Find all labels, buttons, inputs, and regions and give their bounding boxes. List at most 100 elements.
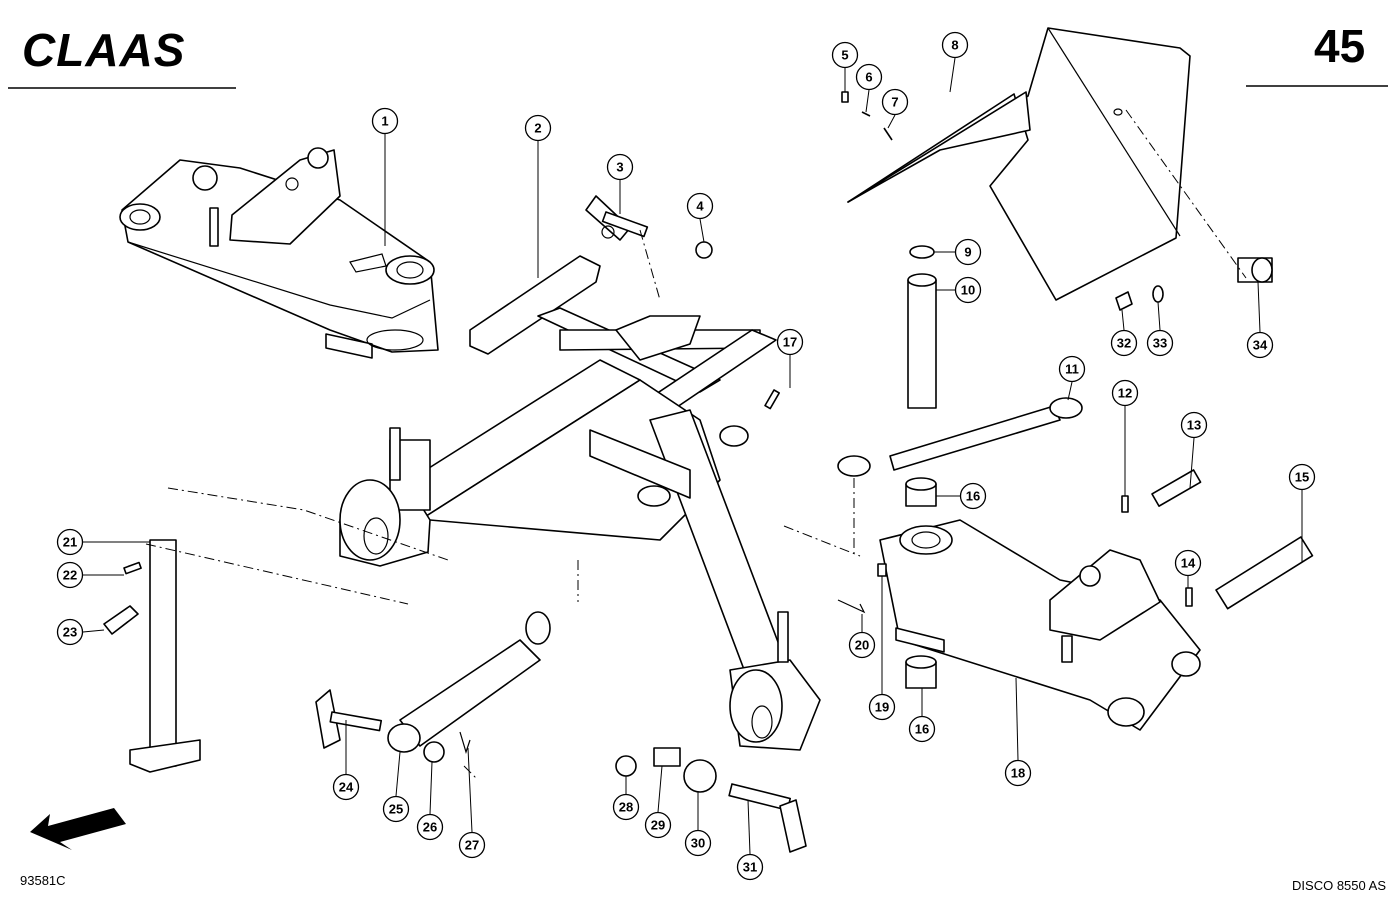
part-pin-7: [883, 127, 893, 141]
callout-1: 1: [371, 107, 399, 135]
svg-text:18: 18: [1011, 766, 1025, 781]
callout-33: 33: [1146, 329, 1174, 357]
svg-text:26: 26: [423, 820, 437, 835]
part-bushing-16a: [905, 477, 937, 507]
callout-20: 20: [848, 631, 876, 659]
svg-text:22: 22: [63, 568, 77, 583]
callout-29: 29: [644, 811, 672, 839]
part-pin-22: [123, 561, 142, 575]
svg-text:2: 2: [534, 121, 541, 136]
svg-text:33: 33: [1153, 336, 1167, 351]
part-arm-18: [879, 519, 1201, 731]
part-buffer-34: [1237, 257, 1273, 283]
callout-23: 23: [56, 618, 84, 646]
part-cylinder-25: [387, 611, 551, 753]
svg-text:32: 32: [1117, 336, 1131, 351]
svg-text:3: 3: [616, 160, 623, 175]
svg-text:34: 34: [1253, 338, 1268, 353]
part-bolt-5: [841, 91, 849, 103]
callout-21: 21: [56, 528, 84, 556]
svg-text:8: 8: [951, 38, 958, 53]
callout-5: 5: [831, 41, 859, 69]
leader-lines: [82, 57, 1303, 855]
callout-9: 9: [954, 238, 982, 266]
part-pin-24: [329, 711, 383, 732]
callout-28: 28: [612, 793, 640, 821]
part-washer-6: [861, 111, 871, 117]
svg-text:17: 17: [783, 335, 797, 350]
callout-31: 31: [736, 853, 764, 881]
callout-15: 15: [1288, 463, 1316, 491]
callout-24: 24: [332, 773, 360, 801]
svg-text:13: 13: [1187, 418, 1201, 433]
part-pin-3: [585, 195, 649, 241]
part-plate-24: [315, 689, 341, 749]
svg-text:7: 7: [891, 95, 898, 110]
callout-8: 8: [941, 31, 969, 59]
callout-2: 2: [524, 114, 552, 142]
svg-text:5: 5: [841, 48, 848, 63]
part-ball-30: [683, 759, 717, 793]
svg-text:6: 6: [865, 70, 872, 85]
svg-text:19: 19: [875, 700, 889, 715]
callout-6: 6: [855, 63, 883, 91]
brand-name: CLAAS: [22, 24, 185, 76]
callout-30: 30: [684, 829, 712, 857]
part-cotter-27: [459, 731, 471, 754]
svg-text:31: 31: [743, 860, 757, 875]
part-pin-13: [1151, 469, 1202, 507]
callout-27: 27: [458, 831, 486, 859]
part-bushing-29: [653, 747, 681, 767]
callout-16a: 16: [959, 482, 987, 510]
callout-17: 17: [776, 328, 804, 356]
brand-logo: CLAAS: [22, 24, 185, 76]
part-washer-26: [423, 741, 445, 763]
callout-12: 12: [1111, 379, 1139, 407]
part-plate-31: [779, 799, 807, 853]
callout-19: 19: [868, 693, 896, 721]
part-pin-14: [1185, 587, 1193, 607]
part-plate-23: [103, 605, 139, 635]
part-frame-2: [339, 255, 821, 751]
page-number: 45: [1314, 20, 1365, 72]
part-tierod-11: [837, 397, 1083, 477]
arrow-left-down-icon: [30, 808, 126, 850]
svg-text:21: 21: [63, 535, 77, 550]
callout-18: 18: [1004, 759, 1032, 787]
part-cotter-20: [837, 599, 866, 614]
callout-13: 13: [1180, 411, 1208, 439]
drawing-id: 93581C: [20, 873, 66, 888]
callout-34: 34: [1246, 331, 1274, 359]
svg-text:14: 14: [1181, 556, 1196, 571]
svg-text:10: 10: [961, 283, 975, 298]
callout-3: 3: [606, 153, 634, 181]
part-pin-15: [1215, 536, 1314, 610]
part-pin-12: [1121, 495, 1129, 513]
callout-14: 14: [1174, 549, 1202, 577]
svg-text:9: 9: [964, 245, 971, 260]
part-ring-9: [909, 245, 935, 259]
svg-text:29: 29: [651, 818, 665, 833]
part-jack-21: [129, 539, 201, 773]
svg-text:16: 16: [915, 722, 929, 737]
model-name: DISCO 8550 AS: [1292, 878, 1386, 893]
svg-text:16: 16: [966, 489, 980, 504]
part-pin-17: [764, 389, 780, 410]
callout-32: 32: [1110, 329, 1138, 357]
callout-26: 26: [416, 813, 444, 841]
svg-text:20: 20: [855, 638, 869, 653]
part-nipple-19: [877, 563, 887, 577]
part-screw-28: [615, 755, 637, 777]
part-cover-8: [847, 27, 1191, 301]
callout-16b: 16: [908, 715, 936, 743]
callout-25: 25: [382, 795, 410, 823]
svg-text:28: 28: [619, 800, 633, 815]
svg-text:4: 4: [696, 199, 704, 214]
svg-text:27: 27: [465, 838, 479, 853]
svg-text:12: 12: [1118, 386, 1132, 401]
part-tube-10: [907, 273, 937, 409]
svg-text:11: 11: [1065, 362, 1079, 377]
callout-11: 11: [1058, 355, 1086, 383]
svg-text:23: 23: [63, 625, 77, 640]
